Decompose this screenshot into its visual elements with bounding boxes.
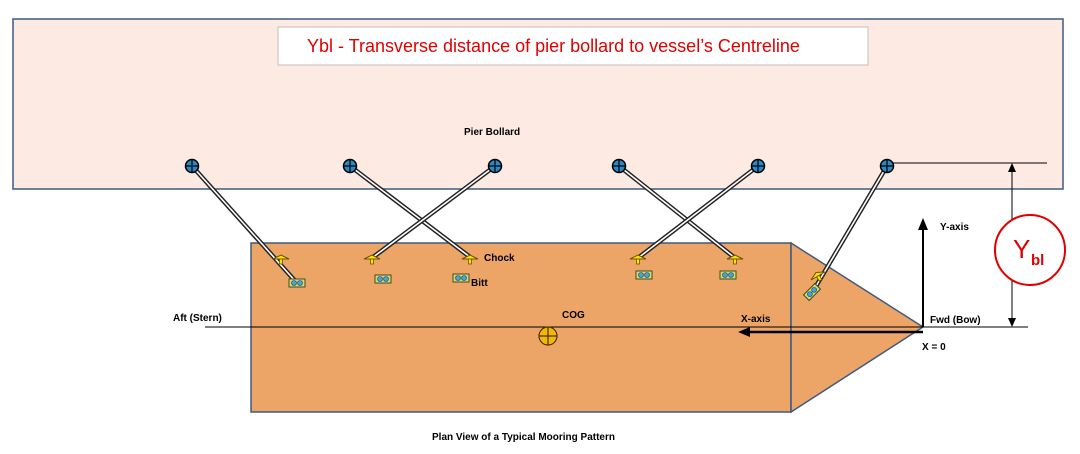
- mooring-line-4: [616, 163, 738, 261]
- pier-bollard-label: Pier Bollard: [464, 127, 520, 138]
- fwd-label: Fwd (Bow): [930, 315, 981, 326]
- x-axis-label: X-axis: [741, 314, 771, 325]
- bitt-icon: [802, 282, 822, 302]
- pier-bollard-icon: [342, 158, 358, 174]
- ybl-arrow-top: [1008, 163, 1016, 172]
- chocks: [272, 254, 826, 282]
- ybl-arrow-bottom: [1008, 318, 1016, 327]
- cog-marker: [538, 326, 558, 346]
- chock-label: Chock: [484, 253, 515, 264]
- pier-bollard-icon: [879, 158, 895, 174]
- chock-icon: [363, 254, 381, 265]
- chock-icon: [461, 254, 479, 265]
- mooring-line-2: [347, 163, 473, 260]
- pier-bollards: [184, 158, 895, 174]
- x-axis-arrowhead: [738, 327, 750, 337]
- pier-bollard-icon: [611, 158, 627, 174]
- bitt-icon: [288, 278, 306, 288]
- bitt-icon: [719, 270, 737, 280]
- pier-bollard-icon: [750, 158, 766, 174]
- bitt-icon: [374, 274, 392, 284]
- ybl-symbol: Y: [1013, 234, 1030, 264]
- mooring-line-5: [635, 163, 761, 261]
- y-axis-arrowhead: [918, 218, 928, 230]
- bitt-icon: [635, 270, 653, 280]
- pier-bollard-icon: [487, 158, 503, 174]
- y-axis-label: Y-axis: [940, 222, 969, 233]
- cog-label: COG: [562, 310, 585, 321]
- chock-icon: [272, 254, 290, 265]
- bitts: [288, 270, 822, 302]
- chock-icon: [810, 271, 826, 282]
- chock-icon: [726, 254, 744, 265]
- ybl-circle: [994, 214, 1066, 286]
- bitt-icon: [452, 273, 470, 283]
- bitt-label: Bitt: [471, 278, 488, 289]
- caption: Plan View of a Typical Mooring Pattern: [432, 432, 615, 443]
- ybl-subscript: bl: [1031, 252, 1044, 269]
- title: Ybl - Transverse distance of pier bollar…: [307, 36, 800, 56]
- pier-bollard-icon: [184, 158, 200, 174]
- mooring-line-3: [369, 163, 498, 261]
- title-box: [277, 26, 869, 66]
- x-zero-label: X = 0: [922, 342, 946, 353]
- aft-label: Aft (Stern): [173, 313, 222, 324]
- chock-icon: [629, 254, 647, 265]
